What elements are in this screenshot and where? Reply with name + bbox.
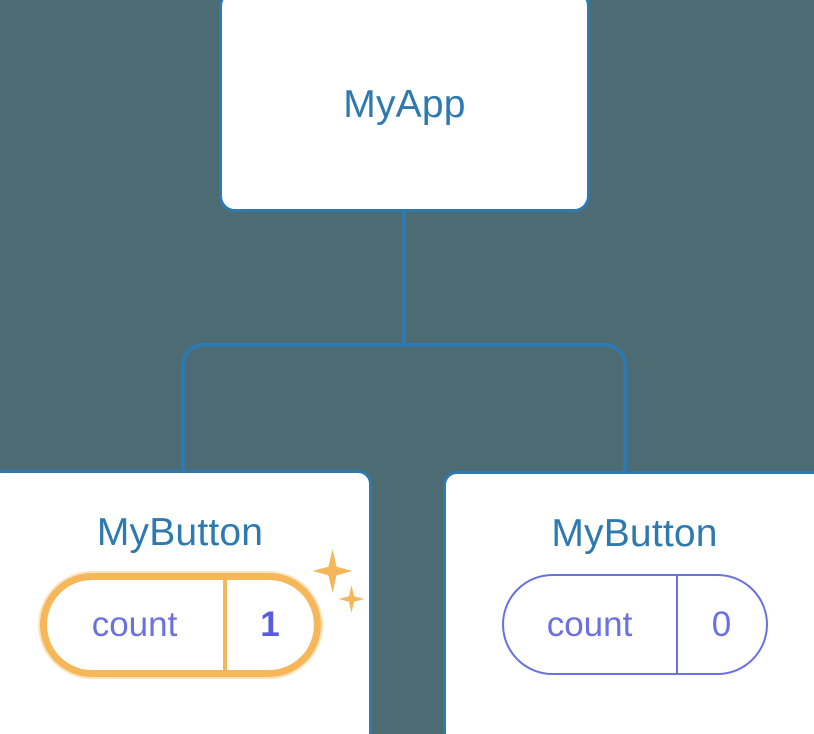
node-myapp[interactable]: MyApp	[219, 0, 590, 212]
prop-pill-left-value: 1	[260, 605, 280, 644]
edge-root-to-left-child	[181, 343, 404, 472]
node-myapp-title: MyApp	[343, 83, 466, 126]
sparkle-icon-large	[312, 549, 353, 593]
node-mybutton-left-title: MyButton	[96, 511, 264, 554]
node-mybutton-right-title: MyButton	[551, 512, 718, 555]
prop-pill-right-value: 0	[711, 604, 732, 644]
prop-pill-right[interactable]: count 0	[501, 574, 768, 675]
sparkle-icon-small	[338, 585, 365, 613]
prop-pill-left[interactable]: count 1	[37, 571, 323, 679]
prop-pill-left-wrapper: count 1	[37, 549, 365, 679]
prop-pill-right-wrapper: count 0	[501, 574, 768, 675]
prop-pill-left-key: count	[47, 580, 227, 670]
node-mybutton-left[interactable]: MyButton count 1	[0, 470, 372, 734]
node-mybutton-right[interactable]: MyButton count 0	[443, 471, 814, 734]
edge-root-to-right-child	[404, 343, 627, 472]
prop-pill-right-key: count	[504, 576, 678, 673]
